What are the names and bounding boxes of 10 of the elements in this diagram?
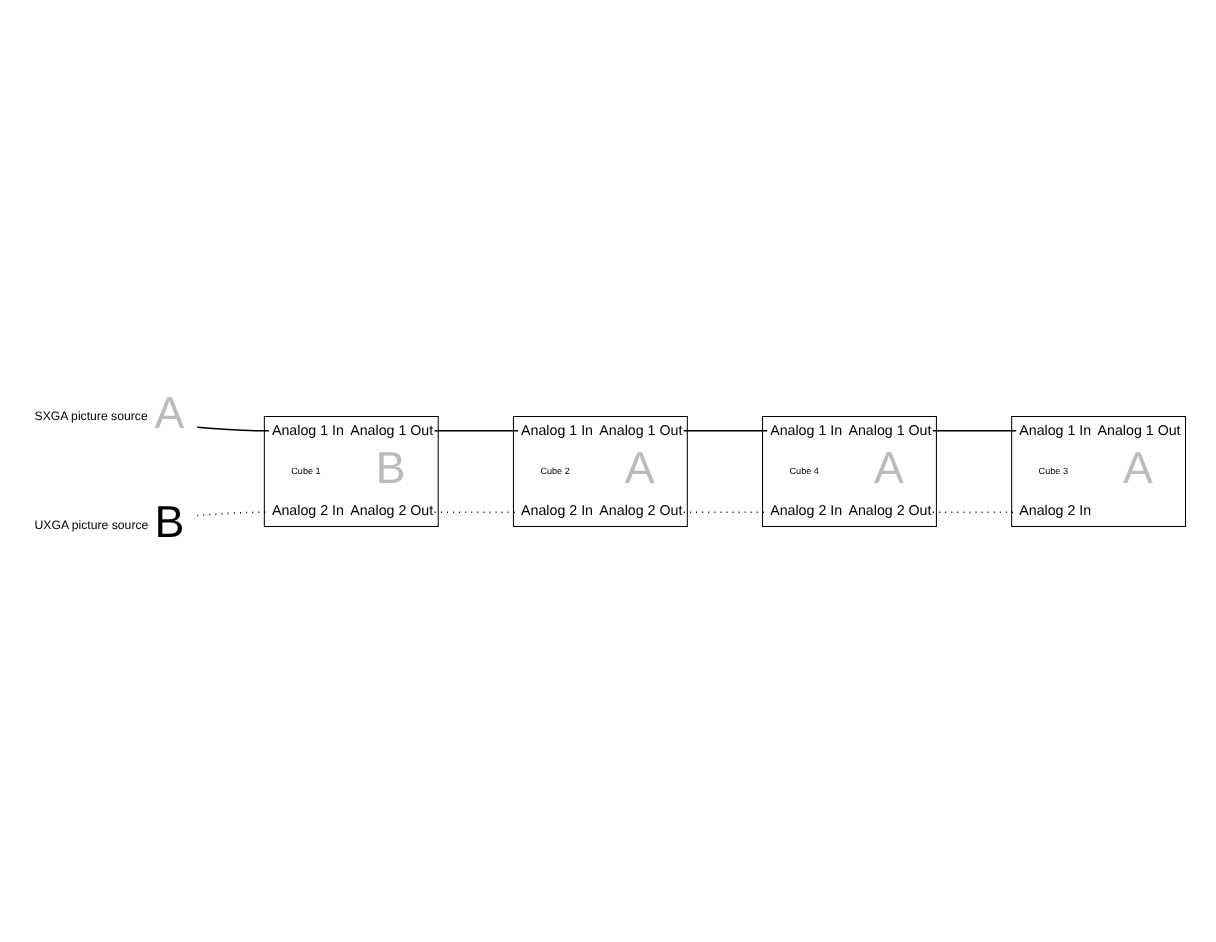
connector [433,511,519,513]
connector [433,430,519,432]
connector [683,430,768,432]
connector [196,426,270,432]
connector [932,511,1017,513]
connector [932,430,1017,432]
connector [683,511,768,513]
node-text: B [154,496,185,547]
connector [196,511,270,517]
node-text: A [154,387,185,438]
